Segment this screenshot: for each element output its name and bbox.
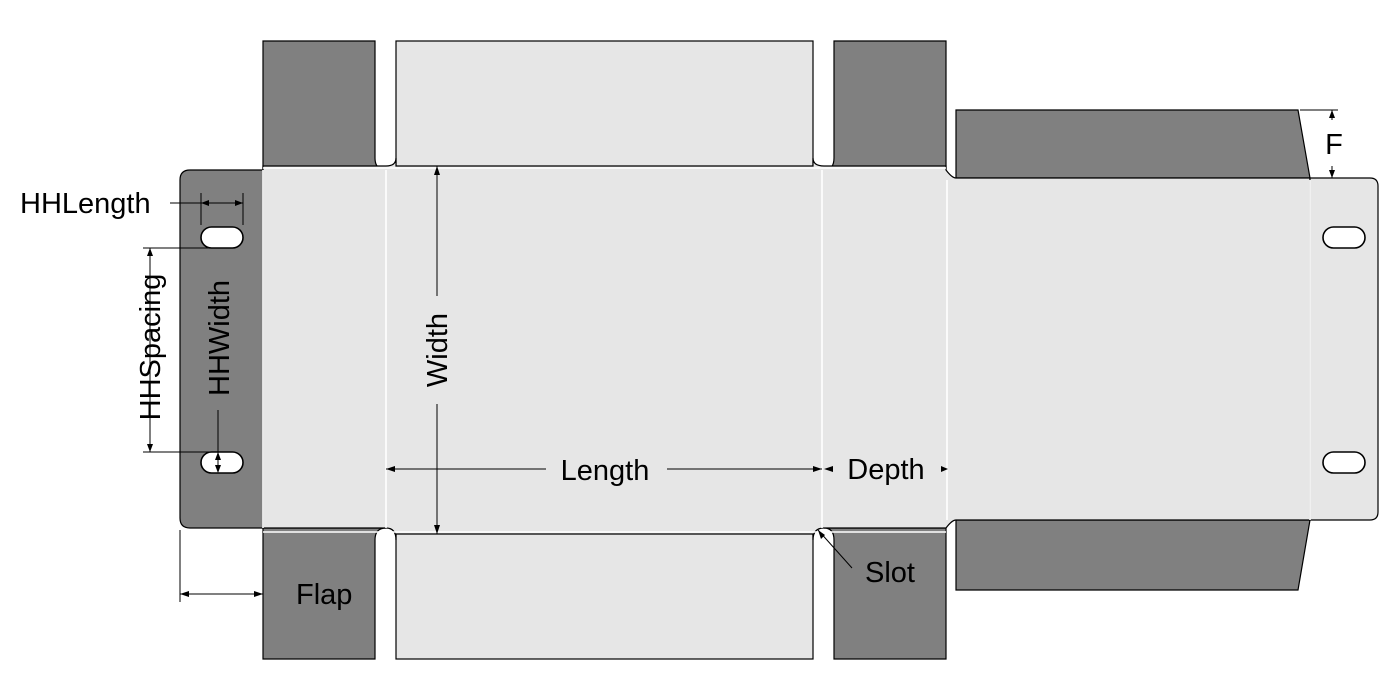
hand-hole-right-bottom bbox=[1322, 451, 1366, 474]
bottom-width-flap bbox=[395, 527, 814, 660]
label-depth: Depth bbox=[847, 454, 924, 486]
top-left-corner-flap bbox=[262, 40, 387, 171]
fold-lines bbox=[262, 167, 1311, 533]
flap-shapes bbox=[262, 40, 1311, 660]
label-flap: Flap bbox=[296, 579, 352, 611]
panel-shapes bbox=[179, 40, 1379, 660]
label-hh-spacing: HHSpacing bbox=[135, 274, 167, 421]
hand-hole-left-bottom bbox=[200, 451, 244, 474]
label-width: Width bbox=[422, 313, 454, 387]
hand-hole-left-top bbox=[200, 226, 244, 249]
label-hh-length: HHLength bbox=[20, 188, 151, 220]
label-slot: Slot bbox=[865, 557, 915, 589]
label-f: F bbox=[1325, 129, 1343, 161]
hand-holes bbox=[200, 226, 1366, 474]
label-length: Length bbox=[561, 455, 650, 487]
label-hh-width: HHWidth bbox=[204, 280, 236, 396]
right-handle-flap bbox=[1309, 177, 1379, 521]
dimension-lines bbox=[143, 109, 1338, 602]
right-top-side-flap bbox=[955, 109, 1311, 179]
left-handle-flap bbox=[179, 169, 264, 529]
dimension-labels: HHLength HHSpacing HHWidth Width Length … bbox=[20, 129, 1343, 611]
top-right-corner-flap bbox=[823, 40, 947, 171]
hand-hole-right-top bbox=[1322, 226, 1366, 249]
bottom-right-corner-flap bbox=[823, 527, 947, 660]
main-body-panel bbox=[262, 157, 1311, 541]
right-bottom-side-flap bbox=[955, 519, 1311, 591]
top-width-flap bbox=[395, 40, 814, 171]
